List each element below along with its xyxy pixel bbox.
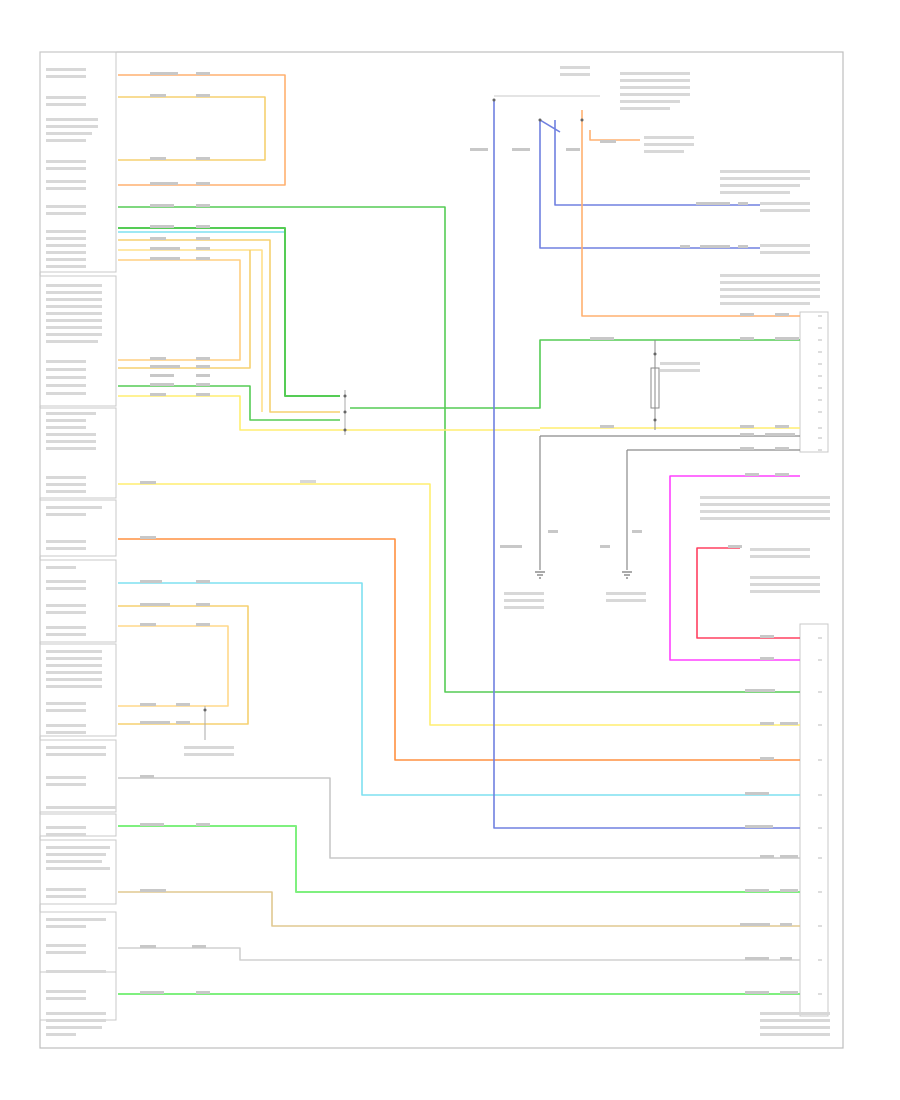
diagram-frame	[39, 51, 844, 1049]
wire-tan-low	[118, 891, 800, 927]
ground-symbols	[535, 571, 632, 579]
wire-tan-top	[118, 96, 266, 161]
wire-blue-long	[493, 100, 800, 829]
wire-green-2	[118, 385, 340, 421]
wire-blue-upper-2	[554, 120, 760, 206]
wire-tan-3	[118, 259, 241, 361]
wire-orange-top	[118, 74, 286, 186]
connector-ticks	[818, 315, 822, 995]
wire-blue-diag	[539, 119, 561, 133]
wire-gray-long	[118, 777, 800, 859]
right-module-boxes	[799, 311, 829, 1017]
wire-red	[696, 547, 800, 639]
module-text-placeholders	[46, 66, 830, 1036]
wire-orange-long	[118, 538, 800, 761]
wire-yellow-long	[118, 483, 800, 726]
wire-tan-mid-2	[118, 625, 229, 707]
wire-ltblue-top	[118, 231, 286, 396]
wire-gray-low	[118, 947, 800, 961]
wire-orange-right	[581, 110, 800, 317]
wire-ltgreen-1	[118, 825, 800, 893]
resistor-box	[650, 367, 660, 409]
wire-green-splice	[118, 227, 340, 397]
splice-dots	[203, 98, 657, 712]
wire-tan-4	[118, 250, 251, 369]
wire-ltblue-long	[118, 582, 800, 796]
left-module-boxes	[39, 51, 117, 1021]
wire-green-right	[350, 339, 800, 409]
wire-pink	[669, 475, 800, 661]
wire-tags	[140, 72, 799, 994]
wire-orange-stub	[589, 130, 640, 141]
wire-tan-1	[118, 239, 340, 413]
wire-green-main	[118, 206, 800, 693]
wire-yellow-1	[118, 395, 540, 431]
wires	[118, 74, 800, 995]
